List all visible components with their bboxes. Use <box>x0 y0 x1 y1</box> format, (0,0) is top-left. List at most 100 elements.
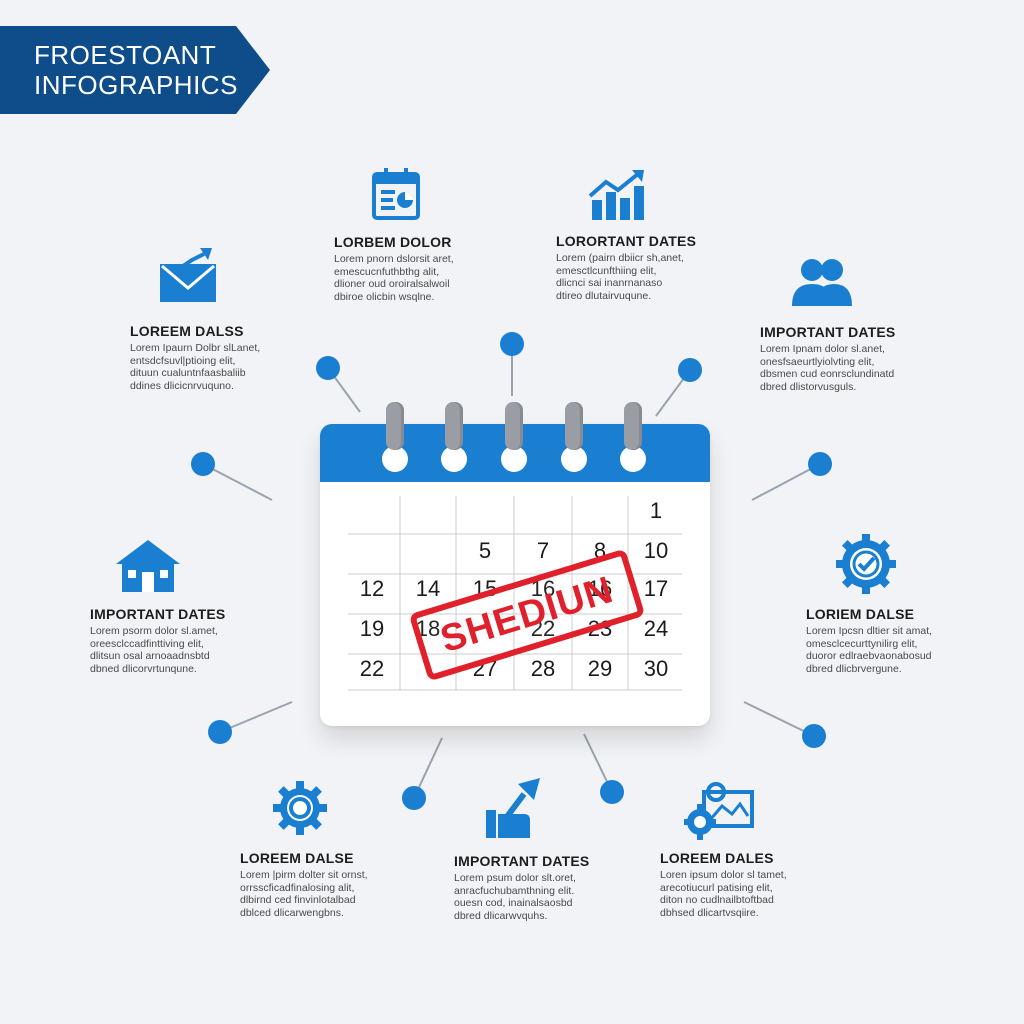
card-text-line: dbned dlicorvrtunqune. <box>90 662 197 675</box>
card-text-line: dituun cualuntnfaasbaliib <box>130 367 246 379</box>
calendar-day: 28 <box>530 656 556 681</box>
connector-node <box>208 720 232 744</box>
card-title-bottom-center: IMPORTANT DATES <box>454 853 590 869</box>
card-text-line: Lorem |pirm dolter sit ornst, <box>240 869 368 881</box>
card-title-right-middle: LORIEM DALSE <box>806 606 915 622</box>
envelope-arrow-icon <box>160 248 216 302</box>
calendar-day: 30 <box>643 656 669 681</box>
calendar-day: 14 <box>415 576 441 601</box>
calendar-day: 1 <box>649 498 663 523</box>
house-icon <box>116 540 180 592</box>
binder-ring <box>445 402 463 450</box>
calendar-day: 23 <box>587 616 613 641</box>
card-text-line: dbred dlicarwvquhs. <box>454 909 548 922</box>
connector-node <box>600 780 624 804</box>
banner-title-line-1: FROESTOANT <box>34 40 217 70</box>
card-text-line: dbiroe olicbin wsqlne. <box>334 290 435 303</box>
calendar-document-icon <box>372 168 420 220</box>
calendar-day: 22 <box>359 656 385 681</box>
card-title-right-upper: IMPORTANT DATES <box>760 324 896 340</box>
binder-ring <box>505 402 523 450</box>
card-text-line: dbred dlicbrvergune. <box>806 662 902 675</box>
calendar-day: 5 <box>478 538 492 563</box>
connector-node <box>802 724 826 748</box>
card-text-line: Lorem Ipnam dolor sl.anet, <box>760 343 885 355</box>
binder-ring <box>624 402 642 450</box>
card-text-line: onesfsaeurtlyiolvting elit, <box>760 355 875 368</box>
card-text-line: dbred dlistorvusguls. <box>760 380 857 393</box>
card-text-line: oreesclccadfinttiving elit, <box>90 637 204 650</box>
ring-hole <box>561 446 587 472</box>
calendar-day: 24 <box>643 616 669 641</box>
gear-icon <box>273 781 327 835</box>
connector-node <box>402 786 426 810</box>
ring-hole <box>382 446 408 472</box>
card-text-line: orrsscficadfinalosing alit, <box>240 881 355 894</box>
card-text-line: emesctlcunfthiing elit, <box>556 264 657 277</box>
card-text-line: dlitsun osal arnoaadnsbtd <box>90 650 210 662</box>
card-title-left-upper: LOREEM DALSS <box>130 323 244 339</box>
banner-title-line-2: INFOGRAPHICS <box>34 70 238 100</box>
card-text-line: entsdcfsuvl|ptioing elit, <box>130 354 236 367</box>
title-banner: FROESTOANT INFOGRAPHICS <box>0 26 270 114</box>
ring-hole <box>620 446 646 472</box>
calendar-day: 10 <box>643 538 669 563</box>
ring-hole <box>501 446 527 472</box>
card-text-line: emescucnfuthbthg alit, <box>334 265 440 278</box>
calendar-day: 12 <box>359 576 385 601</box>
card-text-line: Loren ipsum dolor sl tamet, <box>660 869 787 881</box>
card-text-line: Lorem Ipaurn Dolbr slLanet, <box>130 342 261 354</box>
card-title-bottom-right: LOREEM DALES <box>660 850 774 866</box>
card-text-line: arecotiucurl patising elit, <box>660 881 773 894</box>
calendar-day: 8 <box>593 538 607 563</box>
calendar-day: 15 <box>472 576 498 601</box>
ring-hole <box>441 446 467 472</box>
calendar-day: 29 <box>587 656 613 681</box>
card-title-left-middle: IMPORTANT DATES <box>90 606 226 622</box>
card-text-line: dblced dlicarwengbns. <box>240 906 344 919</box>
calendar-day: 7 <box>536 538 550 563</box>
hand-arrow-icon <box>486 778 540 838</box>
card-text-line: Lorem (pairn dbiicr sh,anet, <box>556 252 684 264</box>
connector-node <box>808 452 832 476</box>
card-text-line: Lorem pnorn dslorsit aret, <box>334 253 454 265</box>
card-text-line: Lorem psum dolor slt.oret, <box>454 872 576 884</box>
bar-chart-arrow-icon <box>588 170 644 220</box>
card-text-line: dlbirnd ced finvinlotalbad <box>240 894 356 906</box>
calendar-grid-lines <box>348 496 682 691</box>
card-text-line: Lorem Ipcsn dltier sit amat, <box>806 625 933 637</box>
card-title-top-right-center: LORORTANT DATES <box>556 233 697 249</box>
card-text-line: ddines dlicicnrvuquno. <box>130 379 234 392</box>
card-text-line: ouesn cod, inainalsaosbd <box>454 897 573 909</box>
card-text-line: anracfuchubamthning elit. <box>454 884 575 897</box>
gear-check-icon <box>836 534 896 594</box>
calendar-day: 27 <box>472 656 498 681</box>
card-title-bottom-left: LOREEM DALSE <box>240 850 354 866</box>
calendar-day: 16 <box>530 576 556 601</box>
gear-image-icon <box>684 782 754 840</box>
calendar-day: 18 <box>415 616 441 641</box>
people-icon <box>792 259 852 306</box>
card-text-line: dtireo dlutairvuqune. <box>556 289 652 302</box>
card-text-line: dbsmen cud eonrsclundinatd <box>760 368 895 380</box>
card-text-line: omesclcecurttynilirg elit, <box>806 637 918 650</box>
calendar-day: 22 <box>530 616 556 641</box>
card-title-top-left-center: LORBEM DOLOR <box>334 234 452 250</box>
card-text-line: dlicnci sai inanrnanaso <box>556 277 663 289</box>
connector-node <box>191 452 215 476</box>
calendar-day: 16 <box>587 576 613 601</box>
binder-ring <box>565 402 583 450</box>
card-text-line: dbhsed dlicartvsqiire. <box>660 906 759 919</box>
binder-ring <box>386 402 404 450</box>
connector-node <box>678 358 702 382</box>
card-text-line: dlioner oud oroiralsalwoil <box>334 278 450 290</box>
card-text-line: duoror edlraebvaonabosud <box>806 650 932 662</box>
connector-node <box>500 332 524 356</box>
calendar-day: 19 <box>359 616 385 641</box>
connector-node <box>316 356 340 380</box>
calendar-day: 17 <box>643 576 669 601</box>
card-text-line: Lorem psorm dolor sl.amet, <box>90 625 218 637</box>
